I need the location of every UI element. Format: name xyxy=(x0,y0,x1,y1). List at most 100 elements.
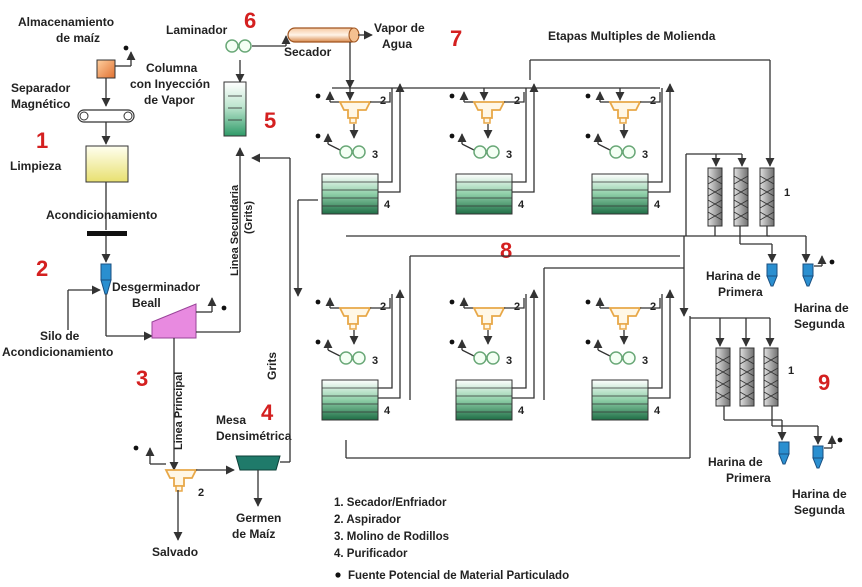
purifier-mark: 4 xyxy=(518,199,525,211)
sifter-icon xyxy=(763,347,779,407)
dust-source-icon xyxy=(315,339,321,345)
dust-source-icon xyxy=(449,339,455,345)
roller-mark: 3 xyxy=(372,149,378,161)
table-label-1: Mesa xyxy=(216,413,246,427)
table-label-2: Densimétrica xyxy=(216,429,292,443)
step-number-7: 7 xyxy=(450,26,462,51)
step-number-1: 1 xyxy=(36,128,48,153)
roller-mill-icon xyxy=(473,145,500,159)
dust-source-icon xyxy=(335,572,341,578)
purifier-mark: 4 xyxy=(654,199,661,211)
magnetic-separator: Separador Magnético xyxy=(11,81,135,145)
silo-label-2: Acondicionamiento xyxy=(2,345,113,359)
step-number-4: 4 xyxy=(261,400,274,425)
silo-label-1: Silo de xyxy=(40,329,80,343)
flour-bin-icon xyxy=(802,263,814,287)
separator-label-1: Separador xyxy=(11,81,71,95)
milling-module: 234 xyxy=(449,289,539,421)
milling-module: 234 xyxy=(585,289,675,421)
sifter-icon xyxy=(733,167,749,227)
sifter-mark: 1 xyxy=(784,187,790,199)
aspirator-mark: 2 xyxy=(650,95,656,107)
dust-source-icon xyxy=(829,259,835,265)
purifier-mark: 4 xyxy=(384,199,391,211)
conditioning-silo: Silo de Acondicionamiento xyxy=(2,263,153,359)
purifier-icon xyxy=(591,173,649,215)
purifier-mark: 4 xyxy=(384,405,391,417)
dust-source-icon xyxy=(315,133,321,139)
first-flour-label-b2: Primera xyxy=(726,471,771,485)
degerminator-label-2: Beall xyxy=(132,296,161,310)
step-number-3: 3 xyxy=(136,366,148,391)
dust-source-icon xyxy=(123,45,129,51)
bran-label: Salvado xyxy=(152,545,198,559)
aspirator-mark: 2 xyxy=(650,301,656,313)
roller-mark: 3 xyxy=(506,355,512,367)
sifter-icon xyxy=(739,347,755,407)
roller-mark: 3 xyxy=(506,149,512,161)
dust-source-icon xyxy=(585,133,591,139)
step-number-9: 9 xyxy=(818,370,830,395)
grits-label: Grits xyxy=(265,352,279,380)
aspirator-mark: 2 xyxy=(380,95,386,107)
storage-bin-icon xyxy=(96,59,116,79)
dust-source-icon xyxy=(449,299,455,305)
cleaning-box-icon xyxy=(85,145,129,183)
first-flour-label-1: Harina de xyxy=(706,269,761,283)
conditioner-bar-icon xyxy=(87,231,127,236)
cleaning-label: Limpieza xyxy=(10,159,62,173)
aspirator-icon xyxy=(339,101,371,124)
dust-source-icon xyxy=(585,93,591,99)
legend-item-3: 3. Molino de Rodillos xyxy=(334,531,449,543)
dust-source-icon xyxy=(837,437,843,443)
aspirator-mark: 2 xyxy=(514,95,520,107)
second-flour-label-b2: Segunda xyxy=(794,503,845,517)
aspirator-mark: 2 xyxy=(198,487,204,499)
milling-module: 2 3 4 xyxy=(449,83,539,215)
column-label-2: con Inyección xyxy=(130,77,210,91)
laminator: Laminador xyxy=(166,23,291,53)
density-table-icon xyxy=(235,455,281,471)
aspirator-icon xyxy=(165,469,197,492)
sifter-group-bottom: 1 Harina de Primera Harina de Segunda xyxy=(690,317,847,517)
milling-module: 234 xyxy=(315,289,405,421)
second-flour-label-b1: Harina de xyxy=(792,487,847,501)
step-number-8: 8 xyxy=(500,238,512,263)
storage-label-1: Almacenamiento xyxy=(18,15,114,29)
vapor-label-2: Agua xyxy=(382,37,412,51)
density-table: Mesa Densimétrica Germen de Maíz xyxy=(216,153,292,541)
aspirator-icon xyxy=(609,101,641,124)
purifier-mark: 4 xyxy=(654,405,661,417)
aspirator-icon xyxy=(473,307,505,330)
storage-block: Almacenamiento de maíz xyxy=(18,15,136,107)
cleaning-stage: Limpieza xyxy=(10,145,129,230)
dryer-drum-icon xyxy=(287,27,359,43)
dust-source-icon xyxy=(315,299,321,305)
main-line-label: Linea Principal xyxy=(173,372,185,450)
milling-module: 234 xyxy=(585,83,675,215)
separator-label-2: Magnético xyxy=(11,97,70,111)
second-flour-label-2: Segunda xyxy=(794,317,845,331)
purifier-icon xyxy=(455,173,513,215)
legend-item-1: 1. Secador/Enfriador xyxy=(334,497,447,509)
roller-mill-icon xyxy=(339,145,366,159)
column-label-1: Columna xyxy=(146,61,198,75)
dust-source-icon xyxy=(585,339,591,345)
milling-module: 2 3 4 xyxy=(315,83,405,215)
sifter-icon xyxy=(707,167,723,227)
first-flour-label-2: Primera xyxy=(718,285,763,299)
aspirator-icon xyxy=(609,307,641,330)
flour-bin-icon xyxy=(766,263,778,287)
step-number-2: 2 xyxy=(36,256,48,281)
purifier-icon xyxy=(455,379,513,421)
secondary-line-label-1: Linea Secundaria xyxy=(229,184,241,276)
roller-mill-icon xyxy=(473,351,500,365)
legend-item-2: 2. Aspirador xyxy=(334,514,401,526)
sifter-mark: 1 xyxy=(788,365,794,377)
degerminator-icon xyxy=(151,303,197,339)
step-number-6: 6 xyxy=(244,8,256,33)
sifter-icon xyxy=(759,167,775,227)
degerminator-label-1: Desgerminador xyxy=(112,280,200,294)
